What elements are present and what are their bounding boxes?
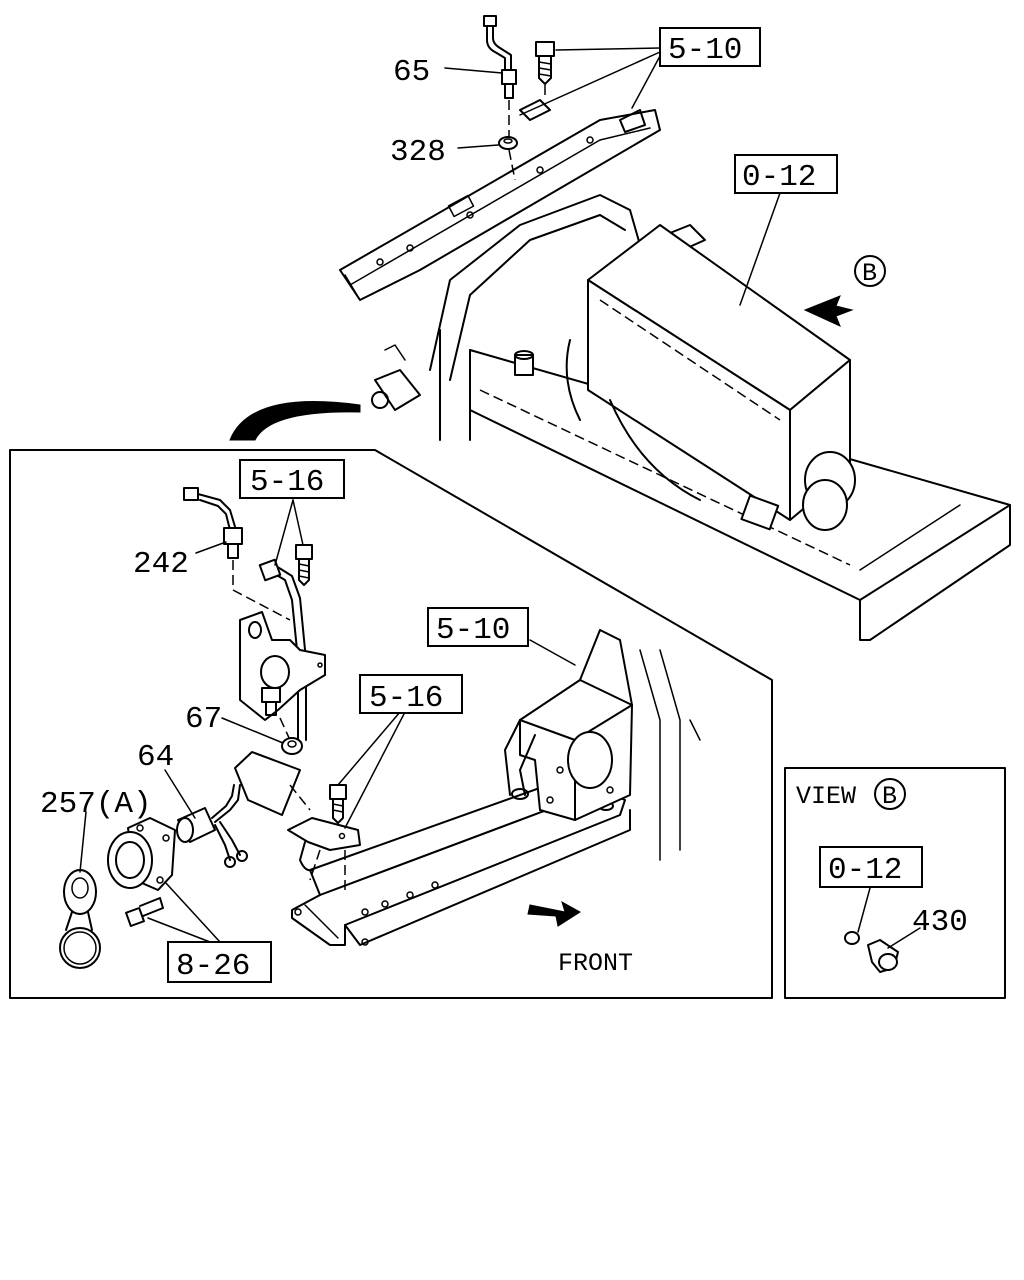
nut-67	[281, 737, 303, 755]
ref-label-5-16-b: 5-16	[369, 681, 443, 716]
label-part-430: 430	[912, 905, 968, 940]
inset-cross-member	[291, 769, 631, 946]
view-marker-top: B	[862, 259, 877, 288]
bolt-5-16-a	[295, 544, 313, 586]
frame-bracket-top	[371, 344, 421, 411]
ref-label-5-10-mid: 5-10	[436, 613, 510, 648]
label-part-257a: 257(A)	[40, 787, 152, 822]
ref-box-8-26	[167, 941, 272, 983]
label-part-64: 64	[137, 740, 174, 775]
cap-257a	[59, 869, 101, 969]
ref-label-8-26: 8-26	[176, 949, 250, 984]
engine-block	[514, 224, 856, 531]
mounting-plate	[234, 751, 311, 816]
ref-box-5-16-a	[239, 459, 345, 499]
sensor-64	[176, 784, 248, 868]
sensor-242	[183, 487, 291, 621]
detail-callout-arrow	[229, 401, 361, 441]
ref-box-5-10-top	[659, 27, 761, 67]
washer-and-plug-430	[844, 887, 921, 973]
view-b-frame	[784, 767, 1006, 999]
view-marker-inset: B	[882, 782, 897, 811]
label-part-67: 67	[185, 702, 222, 737]
ref-box-0-12-inset	[819, 846, 923, 888]
ref-box-5-10-mid	[427, 607, 529, 647]
label-part-242: 242	[133, 547, 189, 582]
ref-label-5-16-a: 5-16	[250, 465, 324, 500]
ref-label-5-10-top: 5-10	[668, 33, 742, 68]
connector-housing	[107, 817, 176, 891]
leaders-top	[444, 47, 854, 327]
detail-inset-frame	[9, 449, 773, 999]
oil-pressure-sensor-65	[483, 15, 517, 140]
frame-cross-member	[339, 109, 661, 301]
view-marker-circle	[854, 255, 886, 287]
ref-label-0-12-top: 0-12	[742, 160, 816, 195]
bolt-8-26	[125, 897, 164, 927]
ref-box-0-12-top	[734, 154, 838, 194]
front-direction-label: FRONT	[558, 949, 633, 978]
pipe-bracket	[239, 611, 326, 741]
view-marker-inset-circle	[874, 778, 906, 810]
ref-box-5-16-b	[359, 674, 463, 714]
nut-328	[498, 136, 518, 181]
inset-engine-mount	[504, 629, 701, 861]
bolt-5-16-b	[329, 784, 347, 824]
label-part-328: 328	[390, 135, 446, 170]
frame-side-rails	[429, 194, 1011, 641]
label-part-65: 65	[393, 55, 430, 90]
ref-label-0-12-inset: 0-12	[828, 853, 902, 888]
view-title: VIEW	[796, 782, 856, 811]
bolt-top	[519, 41, 555, 121]
leaders-inset	[79, 499, 581, 943]
sensor-bracket	[287, 817, 361, 890]
